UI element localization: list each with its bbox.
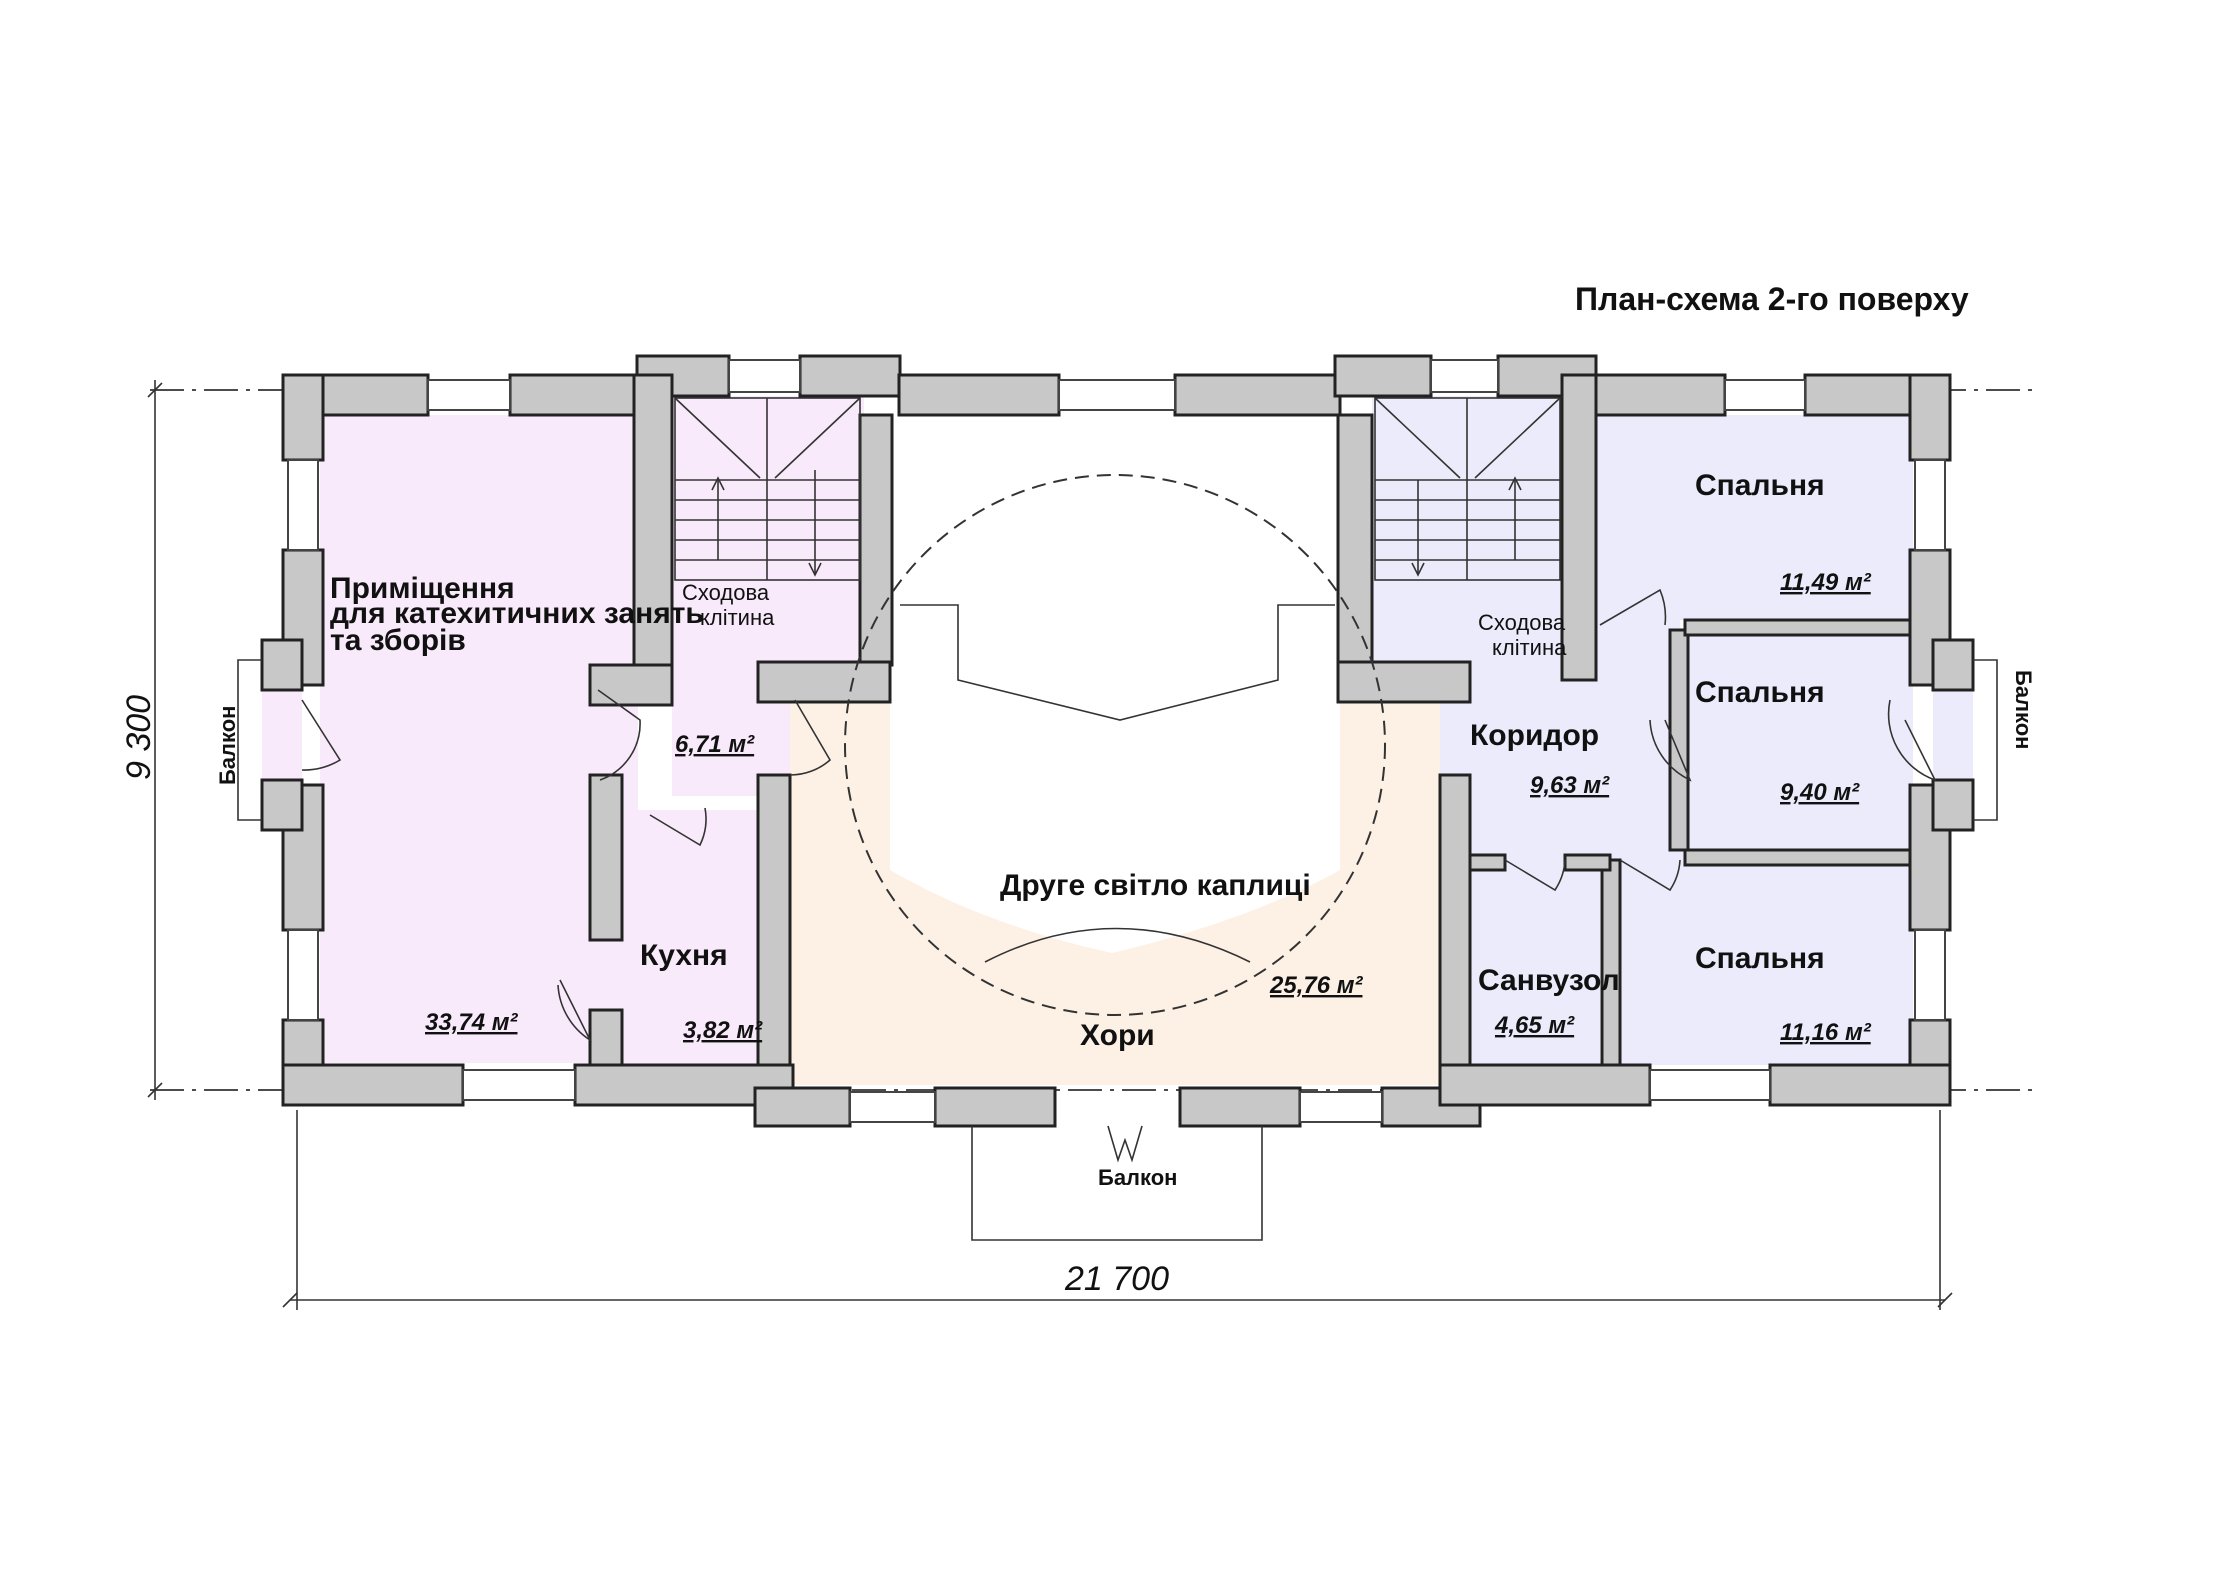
- dimension-width: 21 700: [1064, 1260, 1169, 1298]
- room-bathroom-fill: [1470, 860, 1600, 1065]
- room-stair-right-fill: [1372, 396, 1568, 686]
- room-bedroom2-fill: [1685, 630, 1913, 850]
- stair-left-label-2: клітина: [700, 605, 775, 630]
- kitchen-area: 3,82 м²: [683, 1017, 763, 1044]
- plan-title: План-схема 2-го поверху: [1575, 281, 1969, 317]
- bedroom1-area: 11,49 м²: [1780, 569, 1872, 596]
- stair-right: [1374, 397, 1561, 581]
- second-light-outline: [844, 474, 1386, 1016]
- stair-left-label-1: Сходова: [682, 580, 770, 605]
- room-corridor-fill: [1440, 610, 1690, 860]
- corridor-label: Коридор: [1470, 719, 1599, 752]
- stair-left-area: 6,71 м²: [675, 731, 755, 758]
- balcony-right-label: Балкон: [2011, 670, 2036, 749]
- dimension-height: 9 300: [120, 695, 158, 780]
- bathroom-area: 4,65 м²: [1494, 1012, 1575, 1039]
- room-bedroom1-fill: [1595, 415, 1913, 620]
- room-catechesis-fill: [320, 415, 638, 1063]
- bedroom1-label: Спальня: [1695, 469, 1825, 502]
- windows: [287, 359, 1946, 1123]
- dimension-lines: [147, 380, 1953, 1310]
- stair-left: [674, 397, 861, 581]
- bathroom-label: Санвузол: [1478, 964, 1620, 997]
- bedroom2-area: 9,40 м²: [1780, 779, 1860, 806]
- catechesis-label-3: та зборів: [330, 624, 466, 657]
- choir-label: Хори: [1080, 1019, 1155, 1052]
- room-kitchen-fill: [600, 810, 760, 1065]
- interior-walls: [588, 373, 1912, 1067]
- balcony-right-fill: [1933, 690, 1973, 780]
- second-light-label: Друге світло каплиці: [1000, 869, 1311, 902]
- second-light-void: [890, 682, 1340, 953]
- balcony-walls: [260, 638, 1975, 832]
- bedroom3-label: Спальня: [1695, 942, 1825, 975]
- balcony-left-label: Балкон: [215, 706, 240, 785]
- kitchen-label: Кухня: [640, 939, 728, 972]
- stair-right-label-2: клітина: [1492, 635, 1567, 660]
- catechesis-label-2: для катехитичних занять: [330, 597, 704, 630]
- catechesis-label-1: Приміщення: [330, 572, 515, 605]
- balcony-bottom-label: Балкон: [1098, 1165, 1177, 1190]
- doors: [301, 588, 1937, 1163]
- bedroom3-area: 11,16 м²: [1780, 1019, 1872, 1046]
- catechesis-area: 33,74 м²: [425, 1009, 518, 1036]
- bedroom2-label: Спальня: [1695, 676, 1825, 709]
- room-bedroom3-fill: [1608, 860, 1913, 1065]
- corridor-area: 9,63 м²: [1530, 772, 1610, 799]
- balcony-left-fill: [262, 690, 302, 780]
- stair-right-label-1: Сходова: [1478, 610, 1566, 635]
- choir-area: 25,76 м²: [1269, 972, 1363, 999]
- balcony-outlines: [237, 659, 1998, 1241]
